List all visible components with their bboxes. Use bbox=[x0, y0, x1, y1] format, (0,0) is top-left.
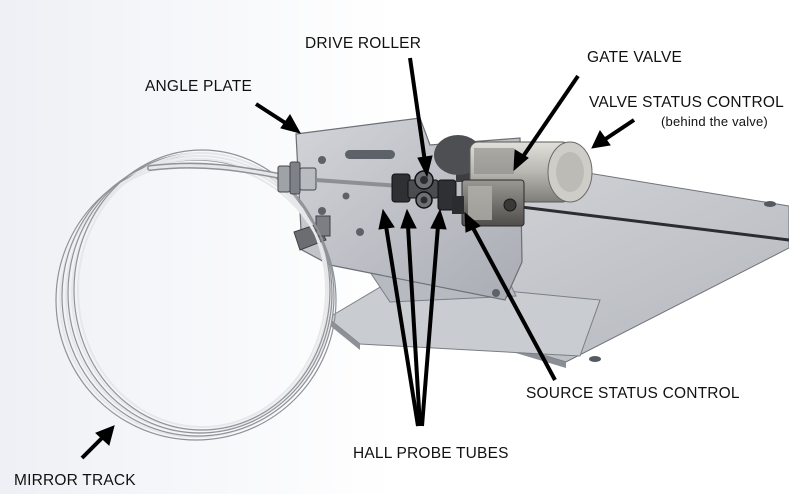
base-plate-slot bbox=[764, 201, 776, 207]
hall-probe-arrowhead-left bbox=[378, 208, 395, 230]
track-shaft bbox=[315, 178, 401, 188]
annotation-arrows bbox=[80, 57, 636, 460]
valve-status-arrowhead bbox=[591, 130, 611, 149]
angle-plate-hole bbox=[492, 289, 500, 297]
angle-plate-arrowhead bbox=[280, 114, 302, 134]
gate-valve-arrow bbox=[520, 74, 580, 160]
drive-roller-arrow bbox=[408, 57, 427, 163]
lower-support-plate-edge bbox=[328, 318, 360, 350]
source-status-control-block bbox=[452, 179, 525, 227]
drive-roller-arrowhead bbox=[417, 155, 433, 178]
source-status-arrowhead bbox=[464, 211, 481, 233]
valve-status-arrow bbox=[602, 118, 636, 142]
track-lead-highlight bbox=[148, 164, 292, 180]
hall-probe-arrowhead-center bbox=[400, 208, 417, 229]
label-mirror-track: MIRROR TRACK bbox=[14, 472, 136, 489]
hall-probe-arrow-left bbox=[384, 225, 420, 427]
label-valve-status-control: VALVE STATUS CONTROL bbox=[589, 94, 784, 111]
mirror-track bbox=[55, 149, 337, 441]
angle-plate-slot bbox=[345, 150, 395, 159]
angle-plate-hole bbox=[318, 207, 326, 215]
gate-valve-arrowhead bbox=[513, 149, 529, 172]
guide-rod bbox=[504, 203, 789, 242]
mirror-track-arrow bbox=[80, 434, 106, 460]
label-behind-the-valve: (behind the valve) bbox=[661, 114, 768, 129]
hall-probe-arrow-right bbox=[420, 225, 440, 427]
label-angle-plate: ANGLE PLATE bbox=[145, 78, 253, 95]
hall-probe-arrowhead-right bbox=[430, 208, 447, 230]
hall-probe-arrow-center bbox=[406, 225, 422, 427]
label-hall-probe-tubes: HALL PROBE TUBES bbox=[353, 445, 509, 462]
mirror-track-arrowhead bbox=[95, 425, 115, 446]
base-plate-slot bbox=[589, 356, 601, 362]
angle-plate-hole bbox=[356, 228, 364, 236]
source-status-arrow bbox=[470, 225, 557, 381]
side-bracket-block bbox=[315, 215, 331, 237]
label-gate-valve: GATE VALVE bbox=[587, 49, 683, 66]
label-drive-roller: DRIVE ROLLER bbox=[305, 35, 422, 52]
angle-plate-hole bbox=[318, 156, 326, 164]
label-source-status-control: SOURCE STATUS CONTROL bbox=[526, 385, 740, 402]
angle-plate-hole bbox=[342, 192, 350, 200]
track-fitting bbox=[277, 161, 317, 195]
